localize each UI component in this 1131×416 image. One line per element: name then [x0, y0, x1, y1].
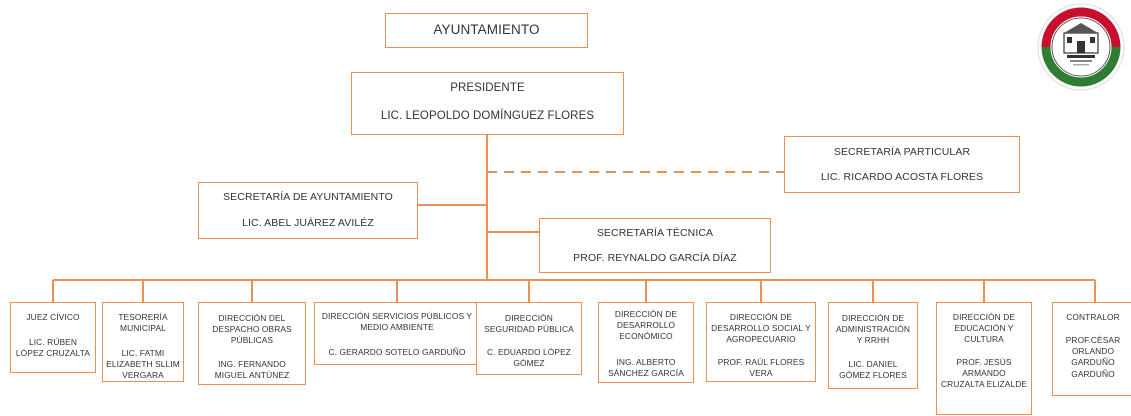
department-title: DIRECCIÓN SERVICIOS PÚBLICOS Y MEDIO AMB… [321, 311, 473, 333]
ayuntamiento-title: AYUNTAMIENTO [433, 22, 540, 37]
department-desarrollo-economico: DIRECCIÓN DE DESARROLLO ECONÓMICO ING. A… [598, 302, 694, 383]
presidente-box: PRESIDENTE LIC. LEOPOLDO DOMÍNGUEZ FLORE… [351, 72, 624, 135]
department-head: ING. ALBERTO SÁNCHEZ GARCÍA [608, 357, 684, 379]
secretaria-particular-name: LIC. RICARDO ACOSTA FLORES [820, 171, 984, 183]
department-servicios-publicos: DIRECCIÓN SERVICIOS PÚBLICOS Y MEDIO AMB… [314, 302, 480, 365]
department-title: DIRECCIÓN DE EDUCACIÓN Y CULTURA [952, 312, 1016, 345]
department-educacion-cultura: DIRECCIÓN DE EDUCACIÓN Y CULTURA PROF. J… [936, 302, 1032, 415]
department-head: LIC. RÚBEN LÓPEZ CRUZALTA [15, 337, 91, 359]
secretaria-ayuntamiento-role: SECRETARÍA DE AYUNTAMIENTO [223, 191, 393, 203]
department-head: PROF. RAÚL FLORES VERA [717, 357, 805, 379]
department-title: TESORERÍA MUNICIPAL [118, 312, 168, 334]
secretaria-tecnica-box: SECRETARÍA TÉCNICA PROF. REYNALDO GARCÍA… [539, 218, 771, 273]
department-title: DIRECCIÓN DE DESARROLLO ECONÓMICO [614, 309, 678, 342]
secretaria-tecnica-name: PROF. REYNALDO GARCÍA DÍAZ [573, 252, 737, 264]
secretaria-ayuntamiento-name: LIC. ABEL JUÁREZ AVILÉZ [242, 217, 374, 229]
department-seguridad-publica: DIRECCIÓN SEGURIDAD PÚBLICA C. EDUARDO L… [476, 302, 582, 375]
secretaria-particular-role: SECRETARÍA PARTICULAR [833, 146, 971, 158]
department-title: JUEZ CÍVICO [26, 312, 80, 322]
department-title: DIRECCIÓN DE DESARROLLO SOCIAL Y AGROPEC… [711, 312, 811, 345]
department-title: DIRECCIÓN DEL DESPACHO OBRAS PÚBLICAS [212, 313, 292, 346]
municipal-seal-icon [1037, 3, 1125, 91]
department-tesoreria: TESORERÍA MUNICIPAL LIC. FATMI ELIZABETH… [102, 302, 184, 382]
department-administracion: DIRECCIÓN DE ADMINISTRACIÓN Y RRHH LIC. … [828, 302, 918, 389]
department-head: PROF.CÉSAR ORLANDO GARDUÑO GARDUÑO [1065, 335, 1121, 379]
department-juez-civico: JUEZ CÍVICO LIC. RÚBEN LÓPEZ CRUZALTA [10, 302, 96, 373]
department-head: C. EDUARDO LÓPEZ GÓMEZ [487, 347, 571, 369]
department-head: ING. FERNANDO MIGUEL ANTÚNEZ [214, 359, 290, 381]
department-head: PROF. JESÚS ARMANDO CRUZALTA ELIZALDE [940, 357, 1028, 390]
department-head: LIC. FATMI ELIZABETH SLLIM VERGARA [106, 348, 180, 381]
secretaria-ayuntamiento-box: SECRETARÍA DE AYUNTAMIENTO LIC. ABEL JUÁ… [198, 182, 418, 239]
secretaria-tecnica-role: SECRETARÍA TÉCNICA [596, 227, 714, 239]
presidente-name: LIC. LEOPOLDO DOMÍNGUEZ FLORES [380, 110, 595, 122]
department-head: C. GERARDO SOTELO GARDUÑO [328, 347, 466, 357]
department-head: LIC. DANIEL GÓMEZ FLORES [839, 359, 907, 381]
ayuntamiento-box: AYUNTAMIENTO [385, 13, 588, 48]
department-obras-publicas: DIRECCIÓN DEL DESPACHO OBRAS PÚBLICAS IN… [198, 302, 306, 385]
department-desarrollo-social: DIRECCIÓN DE DESARROLLO SOCIAL Y AGROPEC… [706, 302, 816, 382]
department-contralor: CONTRALOR PROF.CÉSAR ORLANDO GARDUÑO GAR… [1052, 302, 1131, 396]
department-title: DIRECCIÓN SEGURIDAD PÚBLICA [484, 313, 574, 335]
presidente-role: PRESIDENTE [450, 82, 525, 94]
department-title: CONTRALOR [1066, 312, 1120, 322]
secretaria-particular-box: SECRETARÍA PARTICULAR LIC. RICARDO ACOST… [784, 136, 1020, 193]
department-title: DIRECCIÓN DE ADMINISTRACIÓN Y RRHH [836, 313, 910, 346]
